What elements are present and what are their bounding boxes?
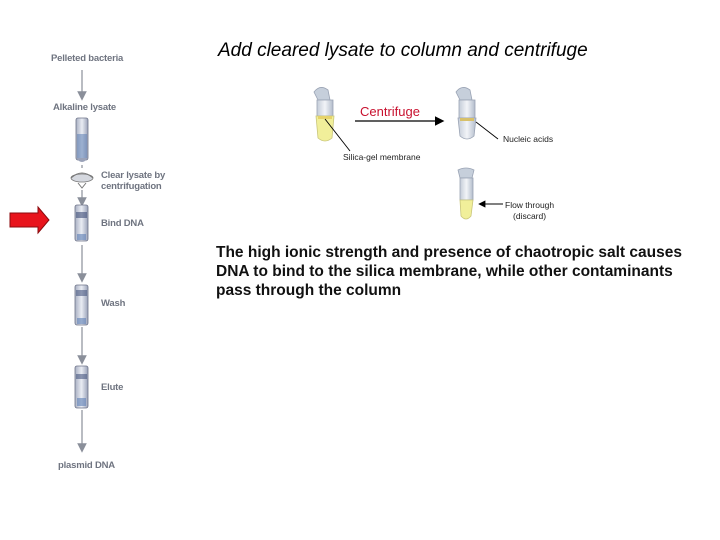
step-bind-dna: Bind DNA: [101, 218, 144, 229]
page-title: Add cleared lysate to column and centrif…: [218, 40, 588, 61]
spin-column-after-icon: [455, 87, 477, 140]
wash-column-icon: [74, 284, 89, 326]
step-wash: Wash: [101, 298, 126, 309]
bind-dna-column-icon: [74, 204, 89, 242]
step-alkaline-lysate: Alkaline lysate: [53, 102, 117, 113]
nucleic-acids-label: Nucleic acids: [503, 134, 554, 144]
flow-through-label: Flow through: [505, 200, 555, 210]
step-pelleted-bacteria: Pelleted bacteria: [51, 53, 124, 64]
spin-column-with-lysate-icon: [313, 87, 335, 142]
centrifuge-rotor-icon: [70, 172, 94, 189]
step-plasmid-dna: plasmid DNA: [58, 460, 115, 471]
workflow-diagram: [9, 70, 94, 453]
current-step-arrow-icon: [9, 205, 50, 235]
column-centrifuge-diagram: [313, 87, 503, 220]
centrifuge-label: Centrifuge: [360, 104, 420, 119]
step-elute: Elute: [101, 382, 124, 393]
elute-column-icon: [74, 365, 89, 409]
nucleic-acids-pointer: [475, 121, 499, 140]
description-text: The high ionic strength and presence of …: [216, 244, 682, 299]
discard-label: (discard): [513, 211, 547, 221]
collection-tube-icon: [457, 167, 475, 220]
lysate-tube-icon: [75, 117, 89, 162]
membrane-label: Silica-gel membrane: [343, 152, 421, 162]
membrane-pointer: [324, 118, 351, 152]
step-clear-lysate: Clear lysate by centrifugation: [101, 170, 166, 192]
